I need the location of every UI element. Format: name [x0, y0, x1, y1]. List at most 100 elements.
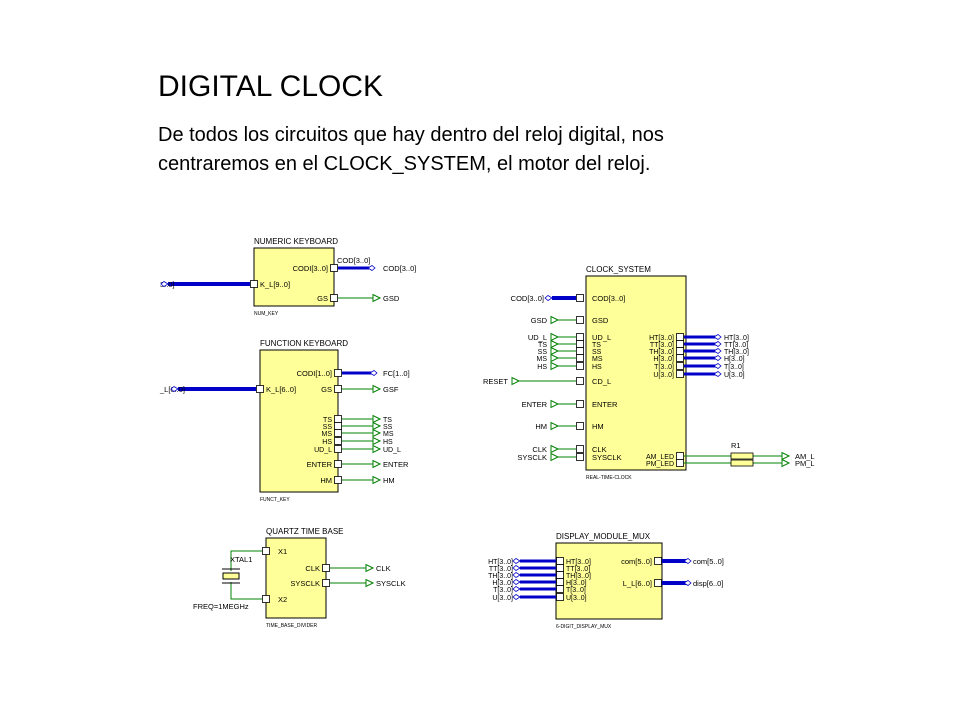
pin-label: UD_L	[314, 447, 332, 454]
pin-connector-icon	[576, 316, 584, 324]
pin-label: CLK	[592, 445, 607, 454]
pin-label: SS	[323, 424, 333, 431]
arrow-right-icon	[550, 339, 560, 349]
net-label: MS	[537, 356, 548, 363]
pin-label: TT[3..0]	[566, 566, 590, 573]
pin-connector-icon	[262, 547, 270, 555]
pin-connector-icon	[556, 578, 564, 586]
block-body	[253, 247, 335, 307]
net-label: HT[3..0]	[488, 559, 513, 566]
resistor-name: R1	[731, 441, 741, 450]
net-label: TS	[383, 417, 392, 424]
block-title: FUNCTION KEYBOARD	[260, 339, 348, 348]
pin-connector-icon	[576, 333, 584, 341]
pin-connector-icon	[256, 385, 264, 393]
slide-body-line-2: centraremos en el CLOCK_SYSTEM, el motor…	[158, 153, 651, 175]
display-module-mux-block: DISPLAY_MODULE_MUX6-DIGIT_DISPLAY_MUXHT[…	[488, 532, 724, 630]
net-label: PM_L	[795, 459, 815, 468]
pin-label: CODI[1..0]	[297, 369, 332, 378]
pin-connector-icon	[676, 362, 684, 370]
pin-label: CLK	[305, 564, 320, 573]
pin-connector-icon	[576, 445, 584, 453]
pin-connector-icon	[576, 347, 584, 355]
arrow-right-icon	[372, 293, 382, 303]
arrow-right-icon	[550, 346, 560, 356]
block-title: QUARTZ TIME BASE	[266, 527, 344, 536]
pin-connector-icon	[334, 415, 342, 423]
net-label: TS	[538, 342, 547, 349]
arrow-right-icon	[550, 421, 560, 431]
pin-label: CD_L	[592, 377, 611, 386]
arrow-right-icon	[781, 458, 791, 468]
pin-label: HT[3..0]	[566, 559, 591, 566]
pin-label: HS	[322, 439, 332, 446]
net-label: TT[3..0]	[724, 342, 748, 349]
arrow-right-icon	[550, 353, 560, 363]
pin-label: L_L[6..0]	[623, 579, 652, 588]
pin-connector-icon	[322, 579, 330, 587]
block-body	[259, 349, 339, 493]
pin-label: UD_L	[592, 333, 611, 342]
block-subtitle: FUNCT_KEY	[260, 497, 290, 503]
block-subtitle: TIME_BASE_DIVIDER	[266, 623, 318, 629]
pin-connector-icon	[654, 579, 662, 587]
pin-label: H[3..0]	[653, 356, 674, 363]
net-label: FC[1..0]	[383, 369, 410, 378]
net-label: ENTER	[522, 400, 548, 409]
arrow-right-icon	[372, 428, 382, 438]
net-label: disp[6..0]	[693, 579, 723, 588]
pin-label: HS	[592, 364, 602, 371]
arrow-right-icon	[781, 451, 791, 461]
pin-connector-icon	[676, 354, 684, 362]
net-label: HS	[383, 439, 393, 446]
bus-port-icon	[160, 281, 169, 287]
pin-connector-icon	[334, 385, 342, 393]
pin-connector-icon	[334, 476, 342, 484]
net-label: CLK	[376, 564, 391, 573]
pin-label: SS	[592, 349, 602, 356]
net-label: HS	[537, 364, 547, 371]
slide-title: DIGITAL CLOCK	[158, 70, 384, 103]
pin-connector-icon	[556, 557, 564, 565]
bus-port-icon	[713, 363, 722, 369]
net-label: com[5..0]	[693, 557, 724, 566]
pin-label: U[3..0]	[566, 595, 587, 602]
pin-connector-icon	[654, 557, 662, 565]
net-label: T[3..0]	[724, 364, 744, 371]
net-label: COD[3..0]	[337, 256, 370, 265]
net-label: H[3..0]	[724, 356, 745, 363]
net-label: CLK	[532, 445, 547, 454]
pin-label: ENTER	[307, 460, 333, 469]
pin-connector-icon	[262, 595, 270, 603]
arrow-right-icon	[550, 399, 560, 409]
bus-port-icon	[512, 572, 521, 578]
block-body	[585, 275, 687, 471]
arrow-right-icon	[550, 444, 560, 454]
net-label: SYSCLK	[376, 579, 406, 588]
block-body	[555, 542, 663, 620]
pin-label: HT[3..0]	[649, 335, 674, 342]
pin-connector-icon	[330, 264, 338, 272]
pin-label: ENTER	[592, 400, 618, 409]
pin-connector-icon	[334, 437, 342, 445]
pin-connector-icon	[676, 340, 684, 348]
block-subtitle: 6-DIGIT_DISPLAY_MUX	[556, 624, 612, 630]
net-label: MS	[383, 431, 394, 438]
net-label: UD_L	[383, 447, 401, 454]
net-label: GSF	[383, 385, 399, 394]
pin-label: X2	[278, 595, 287, 604]
bus-port-icon	[713, 341, 722, 347]
pin-label: COD[3..0]	[592, 294, 625, 303]
net-label: GSD	[383, 294, 400, 303]
pin-label: PM_LED	[646, 461, 674, 468]
bus-port-icon	[512, 586, 521, 592]
pin-label: TH[3..0]	[566, 573, 591, 580]
net-label: U[3..0]	[724, 372, 745, 379]
pin-connector-icon	[576, 362, 584, 370]
pin-connector-icon	[676, 452, 684, 460]
pin-connector-icon	[334, 460, 342, 468]
pin-connector-icon	[330, 294, 338, 302]
net-label: HM	[535, 422, 547, 431]
net-label: HM	[383, 476, 395, 485]
